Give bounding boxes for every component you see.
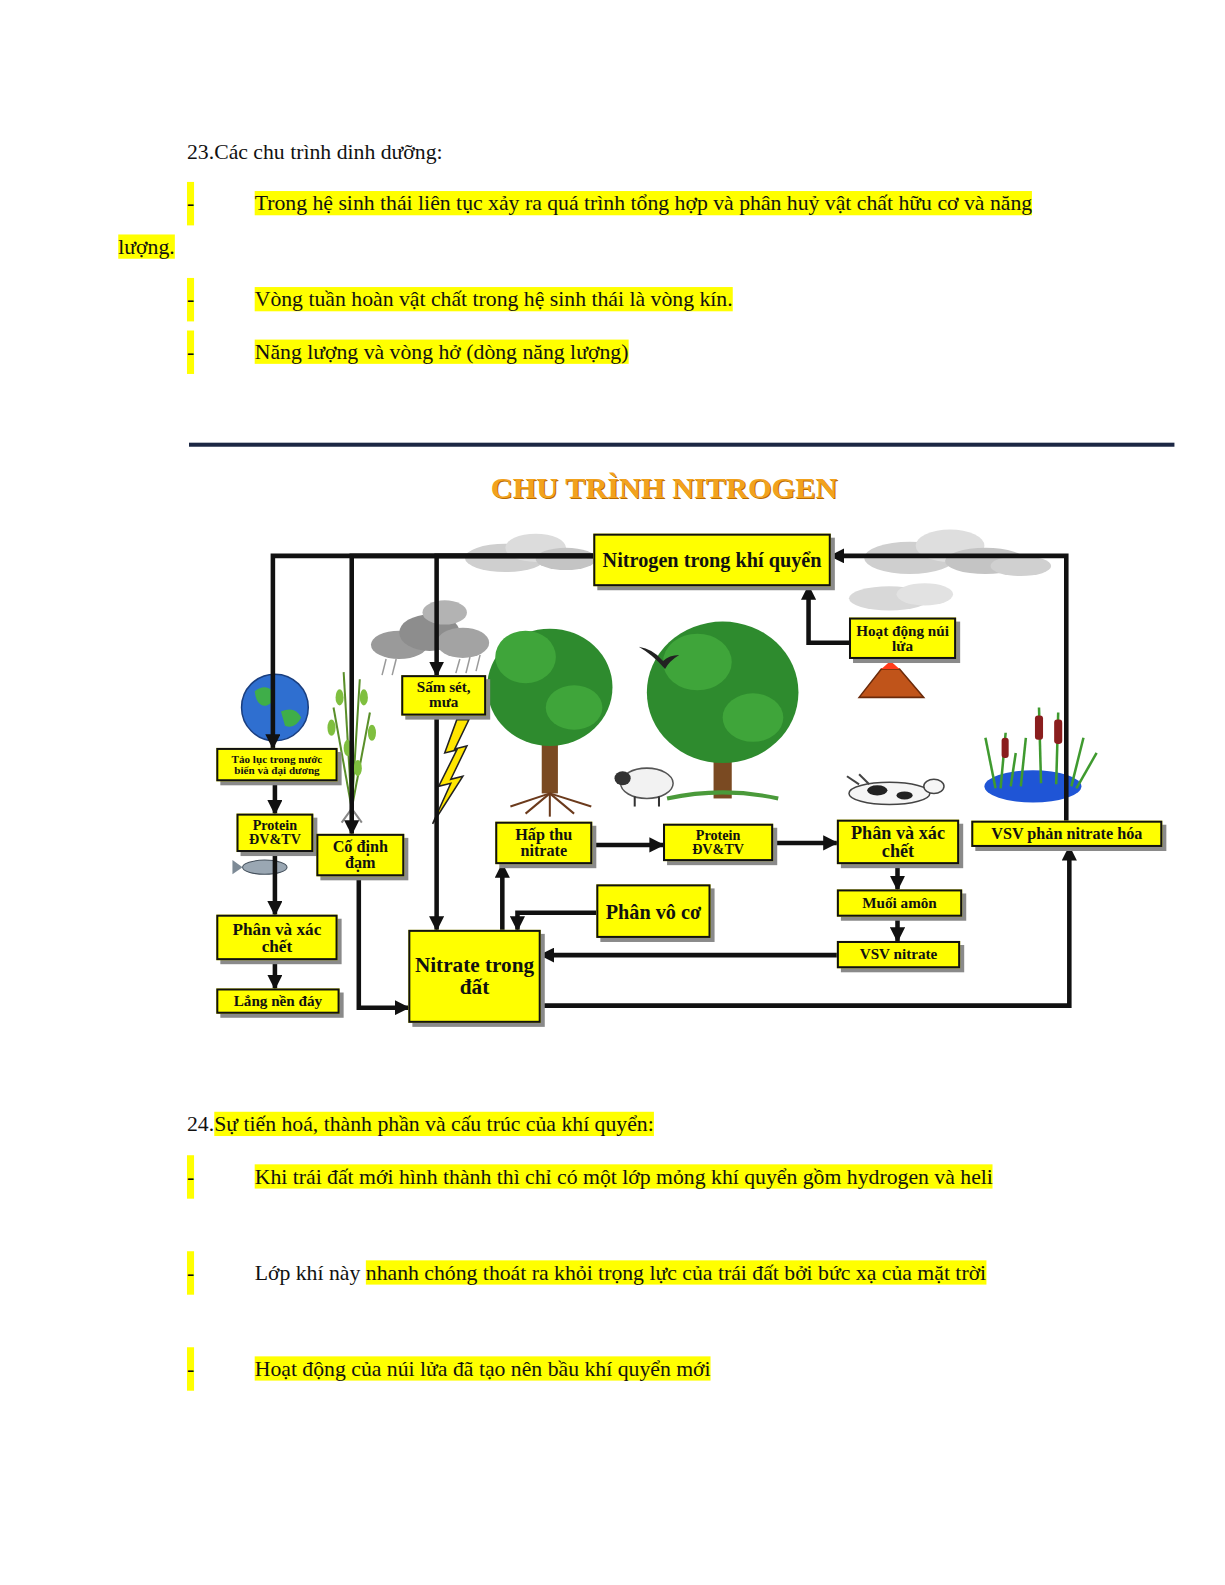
flow-arrow <box>895 917 900 941</box>
flow-arrow <box>541 847 1070 1006</box>
bullet-dash: - <box>187 1251 194 1294</box>
fish <box>232 860 287 874</box>
text-paragraph: 24.Sự tiến hoá, thành phần và cấu trúc c… <box>118 1103 1063 1146</box>
body-text: Lớp khí này <box>255 1260 361 1284</box>
box-label: Phân vô cơ <box>606 901 701 921</box>
text-paragraph: 23.Các chu trình dinh dưỡng: <box>118 130 1063 173</box>
process-box: Hoạt động núi lửa <box>849 618 956 659</box>
bullet-dash: - <box>187 1347 194 1390</box>
flow-arrow <box>434 716 439 930</box>
bullet-dash: - <box>187 278 194 321</box>
box-label: Nitrogen trong khí quyển <box>603 550 822 570</box>
flow-arrow <box>352 556 594 834</box>
flow-arrow <box>500 864 505 930</box>
body-text: Trong hệ sinh thái liên tục xảy ra quá t… <box>118 191 1032 259</box>
rule-line <box>189 443 1174 447</box>
flow-arrow <box>592 843 663 848</box>
box-label: Tảo lục trong nước biển và đại dương <box>222 753 331 775</box>
body-text: nhanh chóng thoát ra khỏi trọng lực của … <box>366 1260 986 1284</box>
tree <box>487 629 612 817</box>
box-label: Protein ĐV&TV <box>243 819 308 847</box>
process-box: VSV nitrate <box>837 941 960 968</box>
box-label: VSV phản nitrate hóa <box>991 826 1142 842</box>
body-text: Hoạt động của núi lửa đã tạo nên bầu khí… <box>255 1356 711 1380</box>
flow-arrow <box>895 864 900 889</box>
body-text: 23.Các chu trình dinh dưỡng: <box>187 139 443 163</box>
flow-arrow <box>541 953 837 958</box>
volcano <box>859 661 924 697</box>
box-label: Hoạt động núi lửa <box>855 623 950 653</box>
flow-arrow <box>273 556 593 748</box>
diagram-title: CHU TRÌNH NITROGEN <box>404 471 923 505</box>
flow-arrow <box>831 556 1066 821</box>
box-label: Lắng nền đáy <box>234 994 322 1009</box>
text-paragraph: - Khi trái đất mới hình thành thì chỉ có … <box>118 1155 1063 1198</box>
process-box: VSV phản nitrate hóa <box>971 821 1162 847</box>
box-label: Phân và xác chết <box>843 824 953 860</box>
text-paragraph: -Trong hệ sinh thái liên tục xảy ra quá … <box>118 182 1063 269</box>
body-text: Vòng tuần hoàn vật chất trong hệ sinh th… <box>255 287 733 311</box>
flow-arrow <box>809 586 849 643</box>
bird <box>639 647 679 669</box>
process-box: Muối amôn <box>837 889 962 916</box>
text-paragraph: - Vòng tuần hoàn vật chất trong hệ sinh t… <box>118 278 1063 321</box>
flow-arrow <box>773 841 837 846</box>
box-label: Protein ĐV&TV <box>669 828 767 856</box>
body-text: Sự tiến hoá, thành phần và cấu trúc của … <box>214 1112 654 1136</box>
box-label: Hấp thu nitrate <box>501 827 586 859</box>
body-text: Khi trái đất mới hình thành thì chỉ có m… <box>255 1164 993 1188</box>
text-paragraph: - Năng lượng và vòng hở (dòng năng lượng) <box>118 330 1063 373</box>
bullet-dash: - <box>187 1155 194 1198</box>
process-box: Phân và xác chết <box>216 915 337 960</box>
process-box: Nitrate trong đất <box>408 930 540 1023</box>
body-text: 24. <box>187 1112 214 1136</box>
process-box: Protein ĐV&TV <box>237 814 314 852</box>
process-box: Sấm sét, mưa <box>401 675 486 715</box>
process-box: Lắng nền đáy <box>216 988 339 1013</box>
body-text: Năng lượng và vòng hở (dòng năng lượng) <box>255 340 629 364</box>
flow-arrow <box>273 852 278 915</box>
dead-animal <box>847 774 944 804</box>
process-box: Hấp thu nitrate <box>495 822 592 864</box>
reeds <box>984 707 1096 802</box>
bullet-dash: - <box>187 330 194 373</box>
box-label: Phân và xác chết <box>222 920 331 954</box>
tree <box>647 622 799 799</box>
box-label: Sấm sét, mưa <box>407 680 480 710</box>
bullet-dash: - <box>187 182 194 225</box>
box-label: Cố định đạm <box>322 839 398 871</box>
box-label: Nitrate trong đất <box>414 955 534 997</box>
flow-arrow <box>273 781 278 813</box>
flow-arrow <box>273 960 278 988</box>
box-label: VSV nitrate <box>860 947 938 962</box>
sheep <box>615 768 674 806</box>
process-box: Nitrogen trong khí quyển <box>593 534 831 587</box>
process-box: Protein ĐV&TV <box>663 824 773 861</box>
process-box: Phân và xác chết <box>837 820 959 864</box>
flow-arrow <box>437 556 594 675</box>
flow-arrow <box>517 913 596 930</box>
text-paragraph: - Hoạt động của núi lửa đã tạo nên bầu kh… <box>118 1347 1063 1390</box>
box-label: Muối amôn <box>862 895 937 910</box>
process-box: Cố định đạm <box>316 834 404 876</box>
process-box: Tảo lục trong nước biển và đại dương <box>216 748 337 781</box>
process-box: Phân vô cơ <box>596 884 710 938</box>
flow-arrow <box>359 876 409 1007</box>
text-paragraph: - Lớp khí này nhanh chóng thoát ra khỏi t… <box>118 1251 1063 1294</box>
